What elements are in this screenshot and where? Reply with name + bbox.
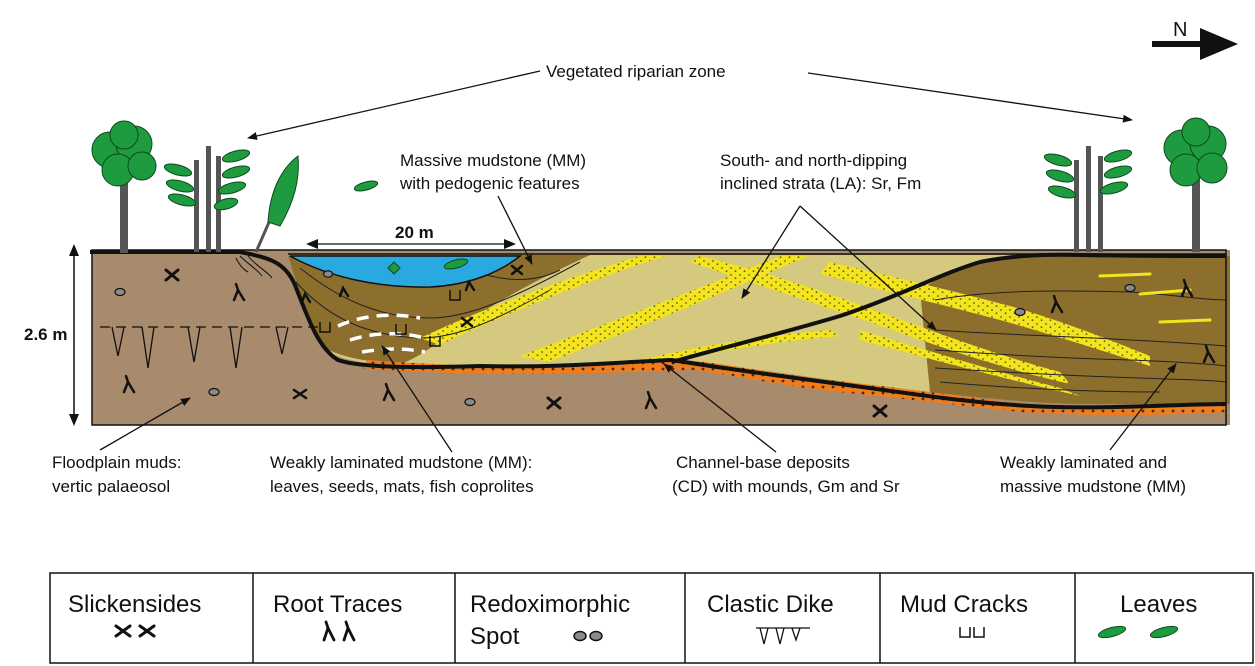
- legend-item-mud-cracks: Mud Cracks: [900, 591, 1028, 637]
- right-vegetation: [1043, 118, 1227, 252]
- north-label: N: [1173, 19, 1187, 41]
- floodplain-label-1: Floodplain muds:: [52, 453, 181, 472]
- legend-item-slickensides: Slickensides: [68, 591, 201, 636]
- mud-crack-icon: [960, 627, 984, 637]
- channel-base-label-1: Channel-base deposits: [676, 453, 850, 472]
- legend-label-clastic-dike: Clastic Dike: [707, 591, 834, 618]
- weak-laminated-label-1: Weakly laminated mudstone (MM):: [270, 453, 532, 472]
- legend-label-slickensides: Slickensides: [68, 591, 201, 618]
- cross-section-body: [90, 250, 1230, 425]
- legend-label-redox-2: Spot: [470, 623, 520, 650]
- width-scale-label: 20 m: [395, 223, 434, 242]
- root-trace-icon: [324, 622, 354, 640]
- legend-label-redox: Redoximorphic: [470, 591, 630, 618]
- massive-mudstone-label-1: Massive mudstone (MM): [400, 151, 586, 170]
- height-scale-label: 2.6 m: [24, 325, 67, 344]
- legend: Slickensides Root Traces Redoximorphic S…: [50, 573, 1253, 663]
- weak-massive-label-2: massive mudstone (MM): [1000, 477, 1186, 496]
- left-vegetation: [92, 121, 298, 253]
- legend-item-redox: Redoximorphic Spot: [470, 591, 630, 650]
- channel-base-label-2: (CD) with mounds, Gm and Sr: [672, 477, 900, 496]
- north-arrow: N: [1152, 19, 1238, 60]
- massive-mudstone-label-2: with pedogenic features: [399, 174, 580, 193]
- leaf-icon: [1097, 624, 1178, 640]
- legend-label-root-traces: Root Traces: [273, 591, 402, 618]
- weak-massive-label-1: Weakly laminated and: [1000, 453, 1167, 472]
- slickenside-icon: [116, 626, 154, 636]
- legend-item-leaves: Leaves: [1097, 591, 1197, 640]
- riparian-label: Vegetated riparian zone: [546, 62, 726, 81]
- redox-spot-icon: [574, 632, 602, 641]
- clastic-dike-icon: [756, 628, 810, 644]
- legend-item-root-traces: Root Traces: [273, 591, 402, 640]
- floodplain-label-2: vertic palaeosol: [52, 477, 170, 496]
- legend-item-clastic-dike: Clastic Dike: [707, 591, 834, 644]
- legend-label-mud-cracks: Mud Cracks: [900, 591, 1028, 618]
- inclined-strata-label-2: inclined strata (LA): Sr, Fm: [720, 174, 921, 193]
- legend-label-leaves: Leaves: [1120, 591, 1197, 618]
- inclined-strata-label-1: South- and north-dipping: [720, 151, 907, 170]
- weak-laminated-label-2: leaves, seeds, mats, fish coprolites: [270, 477, 534, 496]
